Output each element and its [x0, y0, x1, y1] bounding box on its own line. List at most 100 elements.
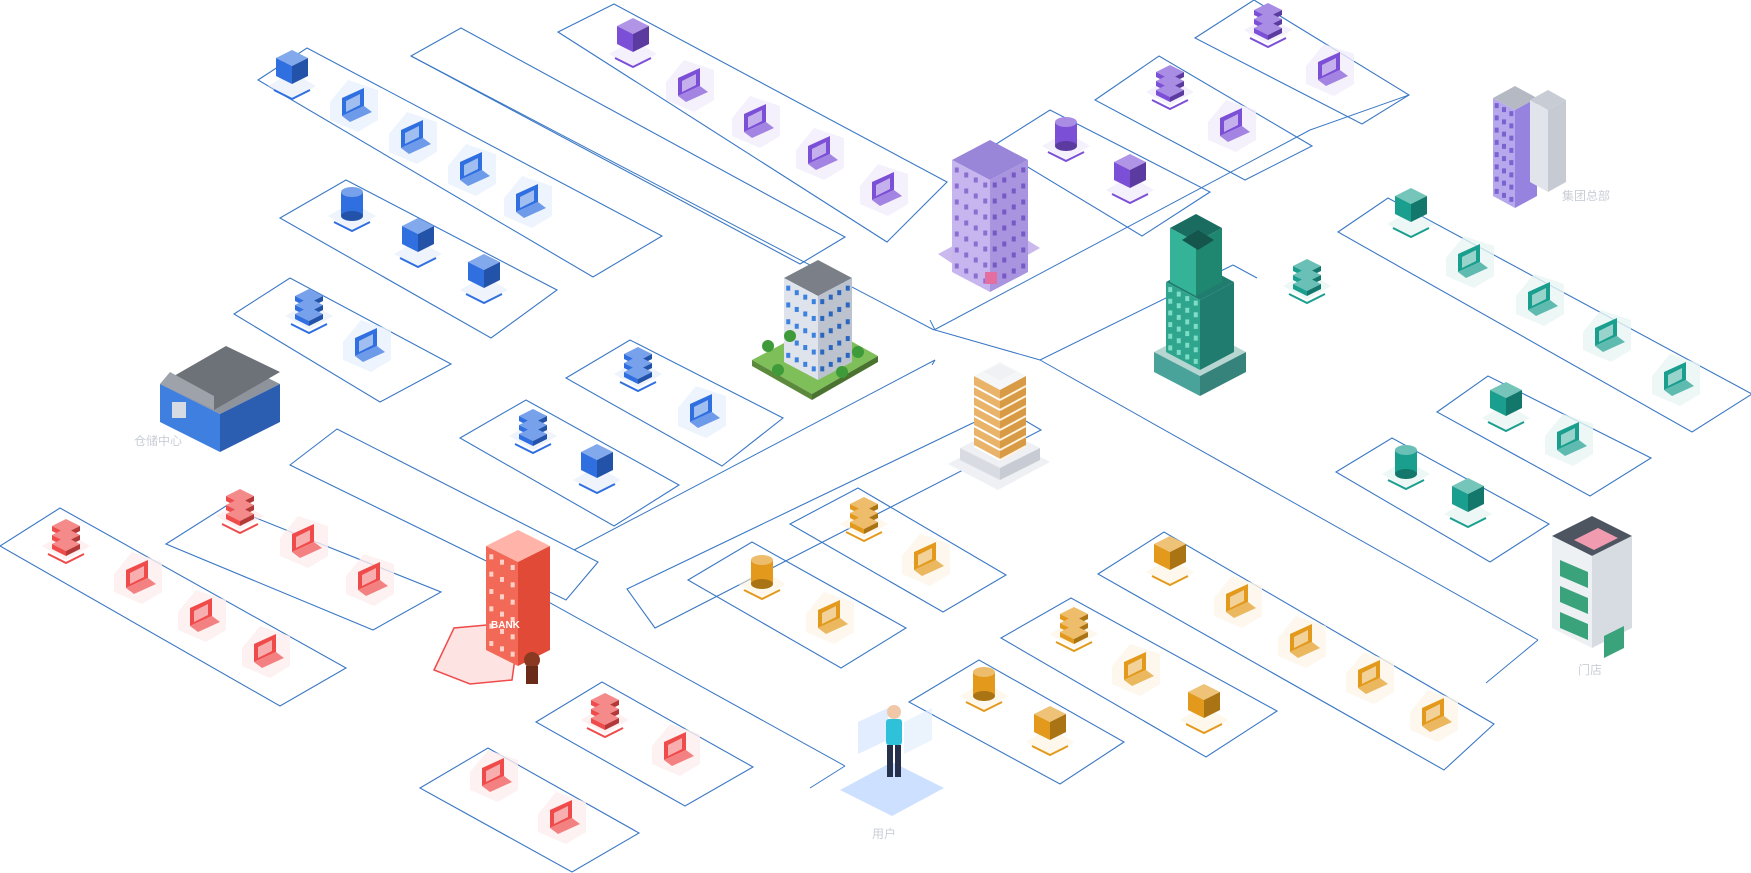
laptop-icon [280, 516, 328, 568]
cube-icon [1482, 382, 1530, 433]
server-icon [614, 347, 662, 393]
road-line [809, 765, 846, 789]
operator [840, 705, 944, 816]
panel-outline [534, 681, 755, 807]
laptop-icon [902, 534, 950, 586]
laptop-icon [1652, 354, 1700, 406]
panel-outline [999, 597, 1279, 758]
laptop-icon [178, 590, 226, 642]
server-icon [1283, 259, 1331, 305]
shop-label: 门店 [1578, 662, 1602, 677]
panel-outline [1334, 437, 1551, 563]
database-icon [328, 187, 376, 233]
server-icon [216, 489, 264, 535]
cube-icon [394, 218, 442, 269]
server-icon [42, 519, 90, 565]
road-line [544, 599, 846, 767]
database-icon [738, 555, 786, 601]
person-head [887, 705, 901, 719]
laptop-icon [1306, 44, 1354, 96]
server-icon [581, 693, 629, 739]
cube-icon [1387, 188, 1435, 239]
laptop-icon [1516, 274, 1564, 326]
laptop-icon [504, 176, 552, 228]
laptop-icon [470, 750, 518, 802]
hologram-panel [858, 708, 888, 754]
laptop-icon [666, 60, 714, 112]
panel-outline [1435, 375, 1653, 497]
laptop-icon [1278, 616, 1326, 668]
server-icon [1244, 3, 1292, 49]
cube-icon [1106, 154, 1154, 205]
laptop-icon [860, 164, 908, 216]
bank-sign: BANK [491, 620, 521, 631]
green-shop [1552, 516, 1632, 658]
laptop-icon [448, 144, 496, 196]
operator-label: 用户 [872, 826, 896, 841]
panel-outline [164, 505, 443, 631]
tree-icon [772, 364, 784, 376]
database-icon [1382, 445, 1430, 491]
cube-icon [1444, 478, 1492, 529]
laptop-icon [1583, 310, 1631, 362]
laptop-icon [678, 386, 726, 438]
laptop-icon [114, 552, 162, 604]
laptop-icon [1446, 236, 1494, 288]
panel-outline [788, 487, 1008, 613]
laptop-icon [652, 724, 700, 776]
road-line [1232, 264, 1258, 279]
highrise-label: 集团总部 [1562, 188, 1610, 203]
cube-icon [1180, 684, 1228, 735]
warehouse [160, 346, 280, 452]
laptop-icon [1410, 690, 1458, 742]
cube-icon [460, 254, 508, 305]
road-line [1039, 359, 1539, 641]
cube-icon [1026, 706, 1074, 757]
database-icon [1042, 117, 1090, 163]
warehouse-door [172, 402, 186, 418]
panel-outline [278, 179, 559, 339]
laptop-icon [343, 320, 391, 372]
building-layer [160, 86, 1632, 816]
road-line [931, 359, 936, 366]
panel-outline [232, 277, 453, 403]
laptop-icon [796, 128, 844, 180]
laptop-icon [1346, 652, 1394, 704]
panel-outline [1093, 55, 1314, 181]
laptop-icon [330, 80, 378, 132]
cube-icon [609, 18, 657, 69]
lavender-highrise [1493, 86, 1566, 208]
road-line [1485, 639, 1539, 684]
panel-outline [288, 428, 599, 601]
road-line [929, 319, 936, 331]
purple-tower [938, 140, 1040, 292]
laptop-icon [806, 592, 854, 644]
panel-outline [564, 339, 785, 467]
database-icon [960, 667, 1008, 713]
safe-icon [524, 652, 540, 668]
server-icon [1146, 65, 1194, 111]
bank [432, 530, 550, 685]
server-icon [1050, 607, 1098, 653]
cube-icon [573, 444, 621, 495]
central-office-tower [752, 260, 878, 400]
panel-outline [1096, 531, 1495, 771]
panel-outline [0, 507, 348, 707]
laptop-icon [732, 96, 780, 148]
tree-icon [852, 346, 864, 358]
panel-outline [556, 3, 948, 243]
tree-icon [784, 330, 796, 342]
panel-outline [409, 27, 847, 265]
icon-layer [42, 3, 1700, 844]
laptop-icon [538, 792, 586, 844]
tree-icon [836, 366, 848, 378]
laptop-icon [1545, 414, 1593, 466]
panel-outline [991, 109, 1212, 237]
server-icon [840, 497, 888, 543]
laptop-icon [242, 626, 290, 678]
panel-outline [458, 399, 681, 527]
panel-outline [686, 541, 908, 669]
laptop-icon [346, 554, 394, 606]
